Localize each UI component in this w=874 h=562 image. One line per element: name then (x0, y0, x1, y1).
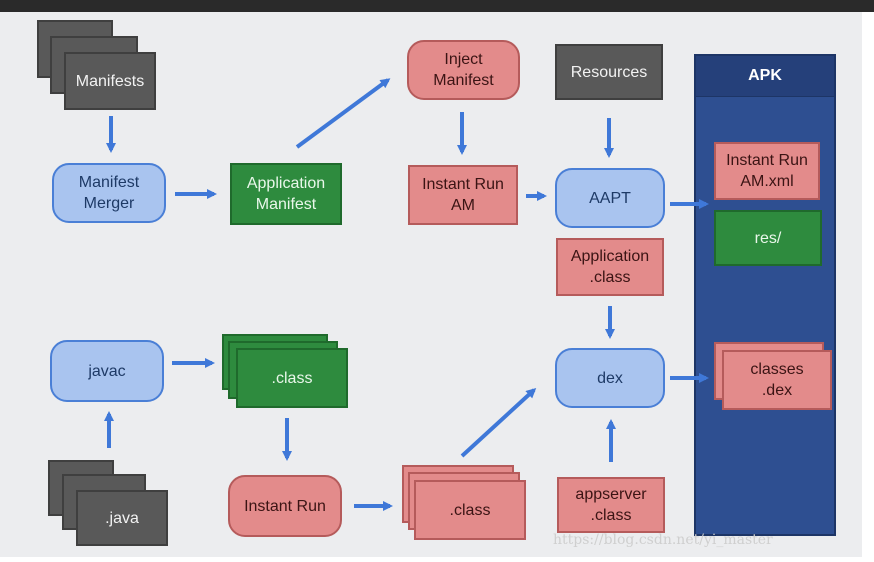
class-top-box: .class (236, 348, 348, 408)
instant-run-am-node: Instant Run AM (408, 165, 518, 225)
dex-node: dex (555, 348, 665, 408)
appserver-class-node: appserver .class (557, 477, 665, 533)
aapt-node: AAPT (555, 168, 665, 228)
inject-manifest-node: Inject Manifest (407, 40, 520, 100)
apk-instant-run-am-xml: Instant Run AM.xml (714, 142, 820, 200)
arrow-classbottom-to-dex (460, 387, 537, 458)
top-dark-bar (0, 0, 874, 12)
manifests-box: Manifests (64, 52, 156, 110)
apk-classes-dex: classes .dex (722, 350, 832, 410)
arrow-appmanifest-to-inject (295, 78, 391, 149)
application-class-node: Application .class (556, 238, 664, 296)
application-manifest-node: Application Manifest (230, 163, 342, 225)
resources-box: Resources (555, 44, 663, 100)
apk-title: APK (696, 56, 834, 97)
class-bottom-box: .class (414, 480, 526, 540)
apk-res-folder: res/ (714, 210, 822, 266)
instant-run-node: Instant Run (228, 475, 342, 537)
java-box: .java (76, 490, 168, 546)
apk-panel: APK (694, 54, 836, 536)
manifest-merger-node: Manifest Merger (52, 163, 166, 223)
watermark-url: https://blog.csdn.net/yi_master (553, 532, 773, 548)
javac-node: javac (50, 340, 164, 402)
